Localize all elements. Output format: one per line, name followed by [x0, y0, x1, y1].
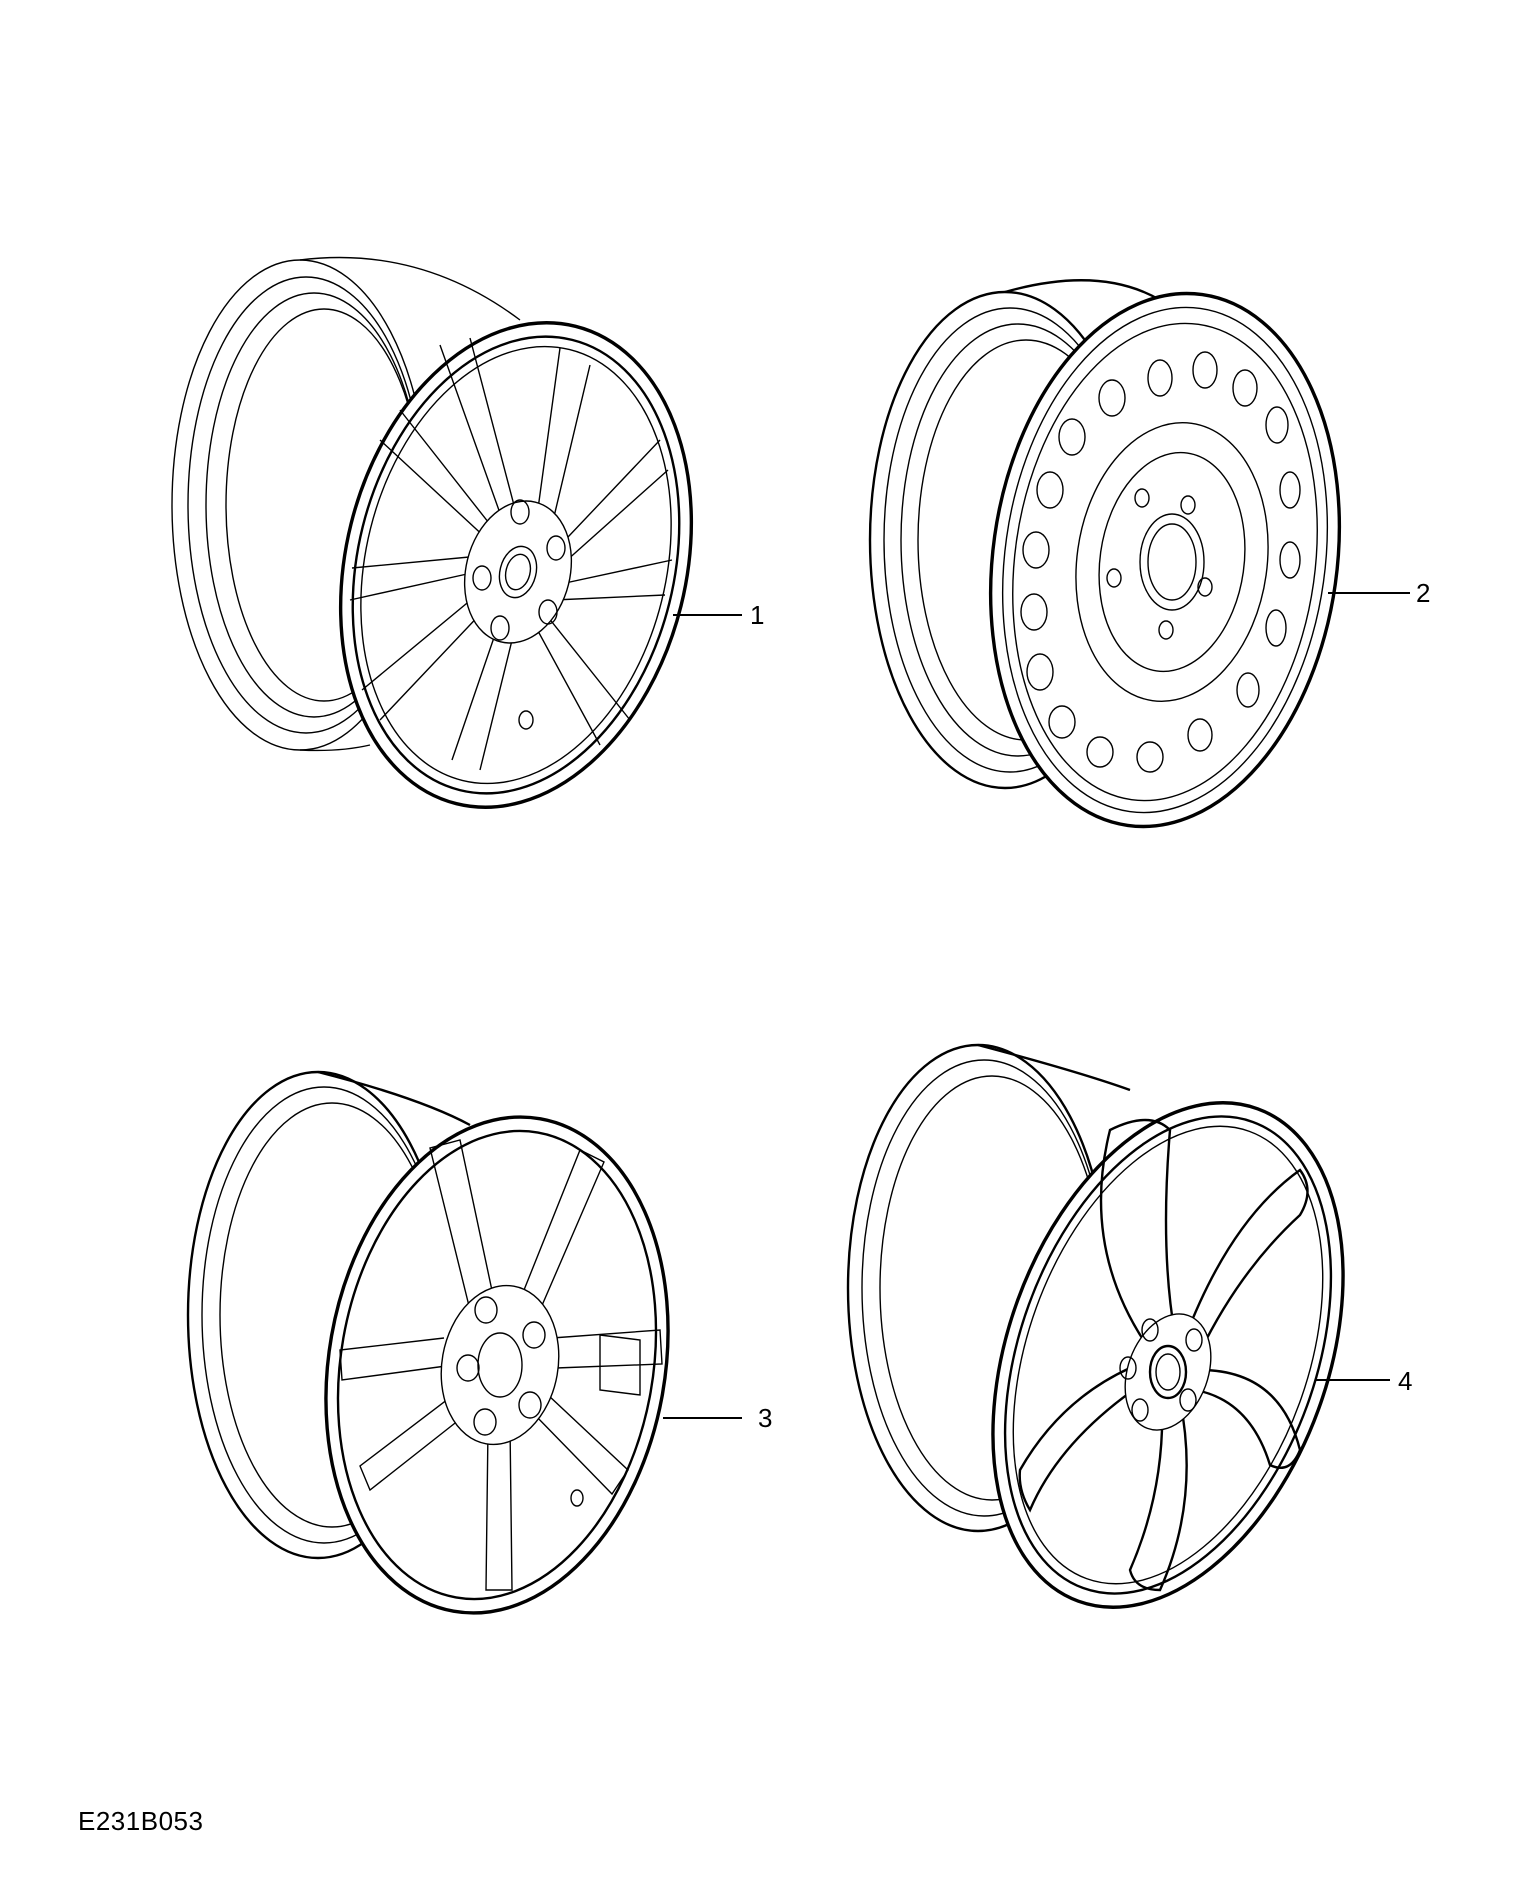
callout-3: 3 — [758, 1403, 772, 1433]
wheel-3-alloy-seven-spoke[interactable] — [186, 1070, 742, 1640]
diagram-reference-code: E231B053 — [78, 1806, 204, 1836]
callout-4: 4 — [1398, 1366, 1412, 1396]
callout-2: 2 — [1416, 578, 1430, 608]
callout-1: 1 — [750, 600, 764, 630]
wheel-2-steel[interactable] — [868, 271, 1410, 850]
wheel-1-alloy-twin-spoke[interactable] — [171, 256, 742, 845]
wheel-4-alloy-twisted-spoke[interactable] — [846, 1043, 1408, 1656]
